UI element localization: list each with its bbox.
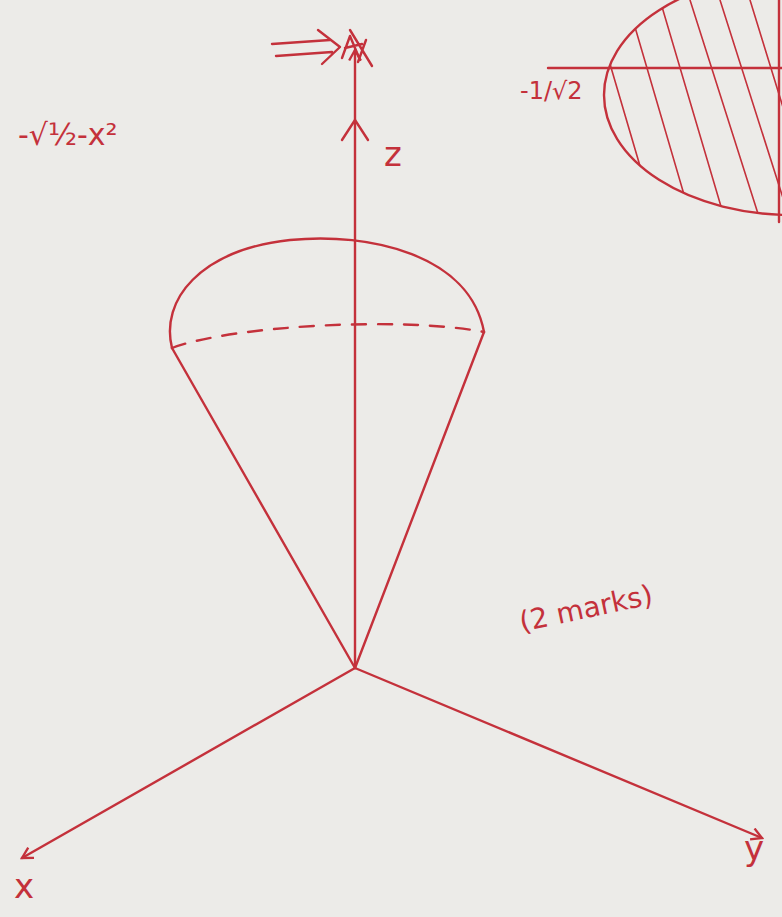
cone-side — [355, 332, 484, 668]
curve-equation: -√½-x² — [18, 118, 118, 151]
disc-hatching — [600, 0, 782, 220]
axis-value: -1/√2 — [520, 78, 583, 104]
z-arrowhead — [342, 120, 368, 140]
axis-name: x — [14, 868, 34, 905]
axis-name: z — [384, 136, 402, 173]
cone-side — [172, 348, 355, 668]
axis-name: y — [744, 830, 764, 867]
x-axis — [22, 668, 355, 858]
scribble — [342, 30, 372, 66]
disc-outline — [604, 0, 782, 215]
z-axis — [354, 50, 356, 668]
implies-arrow — [272, 30, 340, 64]
disc-axis — [548, 67, 782, 69]
cone-top-rim — [170, 238, 484, 348]
cone-hidden-rim — [172, 324, 484, 348]
marks-note: (2 marks) — [517, 580, 656, 638]
y-axis — [355, 668, 762, 838]
